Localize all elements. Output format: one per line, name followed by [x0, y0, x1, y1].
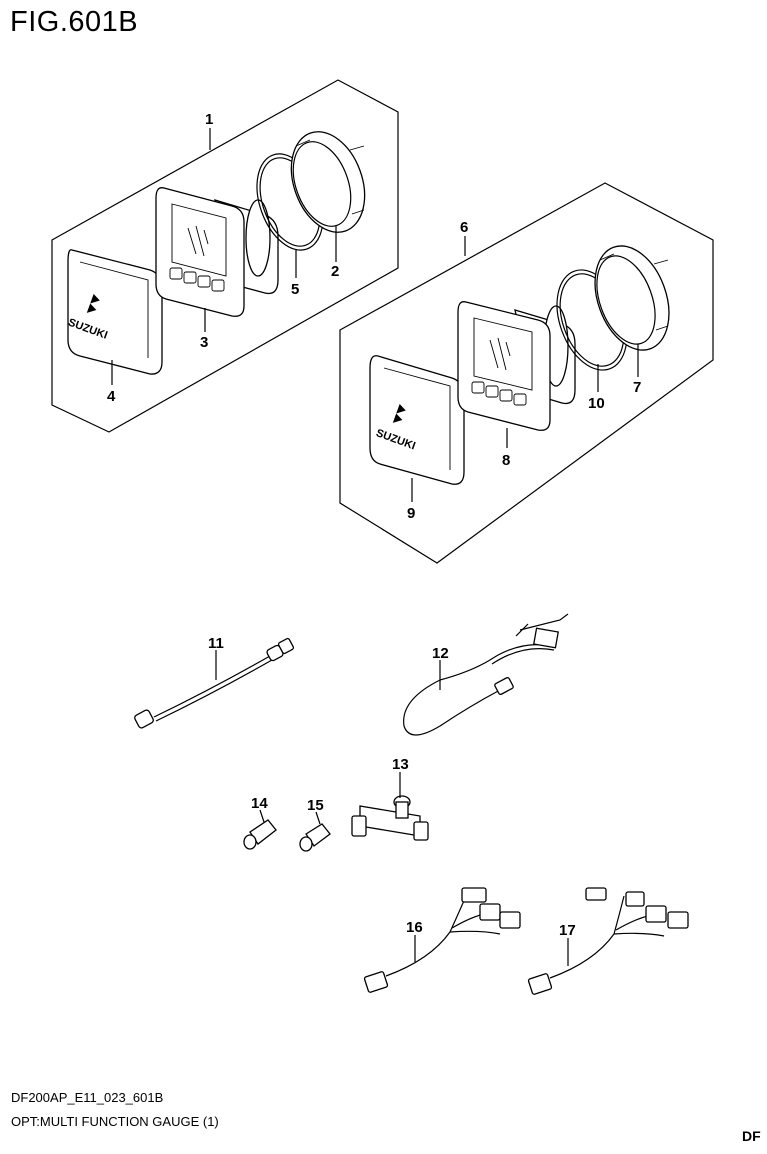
callout-7: 7 [633, 379, 641, 396]
group-6-outline [339, 182, 714, 564]
callout-5: 5 [291, 281, 299, 298]
callout-11: 11 [208, 635, 224, 652]
group-1-outline [51, 79, 399, 433]
callout-2: 2 [331, 263, 339, 280]
part-7-lockring [594, 245, 670, 351]
part-2-lockring [290, 131, 366, 233]
part-16-harness [363, 887, 521, 993]
callout-10: 10 [588, 395, 605, 412]
part-8-gauge [457, 301, 576, 431]
part-12-harness [403, 613, 569, 736]
part-4-cover: SUZUKI [66, 249, 163, 375]
callout-17: 17 [559, 922, 576, 939]
figure-caption: OPT:MULTI FUNCTION GAUGE (1) [11, 1114, 219, 1129]
part-14-terminator [243, 819, 277, 850]
callout-12: 12 [432, 645, 449, 662]
callout-8: 8 [502, 452, 510, 469]
callout-3: 3 [200, 334, 208, 351]
callout-14: 14 [251, 795, 268, 812]
callout-16: 16 [406, 919, 423, 936]
part-17-harness [527, 887, 689, 995]
part-9-cover: SUZUKI [369, 355, 465, 485]
callout-6: 6 [460, 219, 468, 236]
figure-title: FIG.601B [10, 6, 139, 38]
callout-9: 9 [407, 505, 415, 522]
callout-1: 1 [205, 111, 213, 128]
corner-label: DF [742, 1128, 761, 1144]
part-15-terminator [299, 823, 331, 852]
figure-code: DF200AP_E11_023_601B [11, 1090, 164, 1105]
part-11-cable [134, 637, 295, 729]
part-13-tconnector [351, 795, 429, 841]
callout-13: 13 [392, 756, 409, 773]
callout-4: 4 [107, 388, 116, 405]
callout-15: 15 [307, 797, 324, 814]
